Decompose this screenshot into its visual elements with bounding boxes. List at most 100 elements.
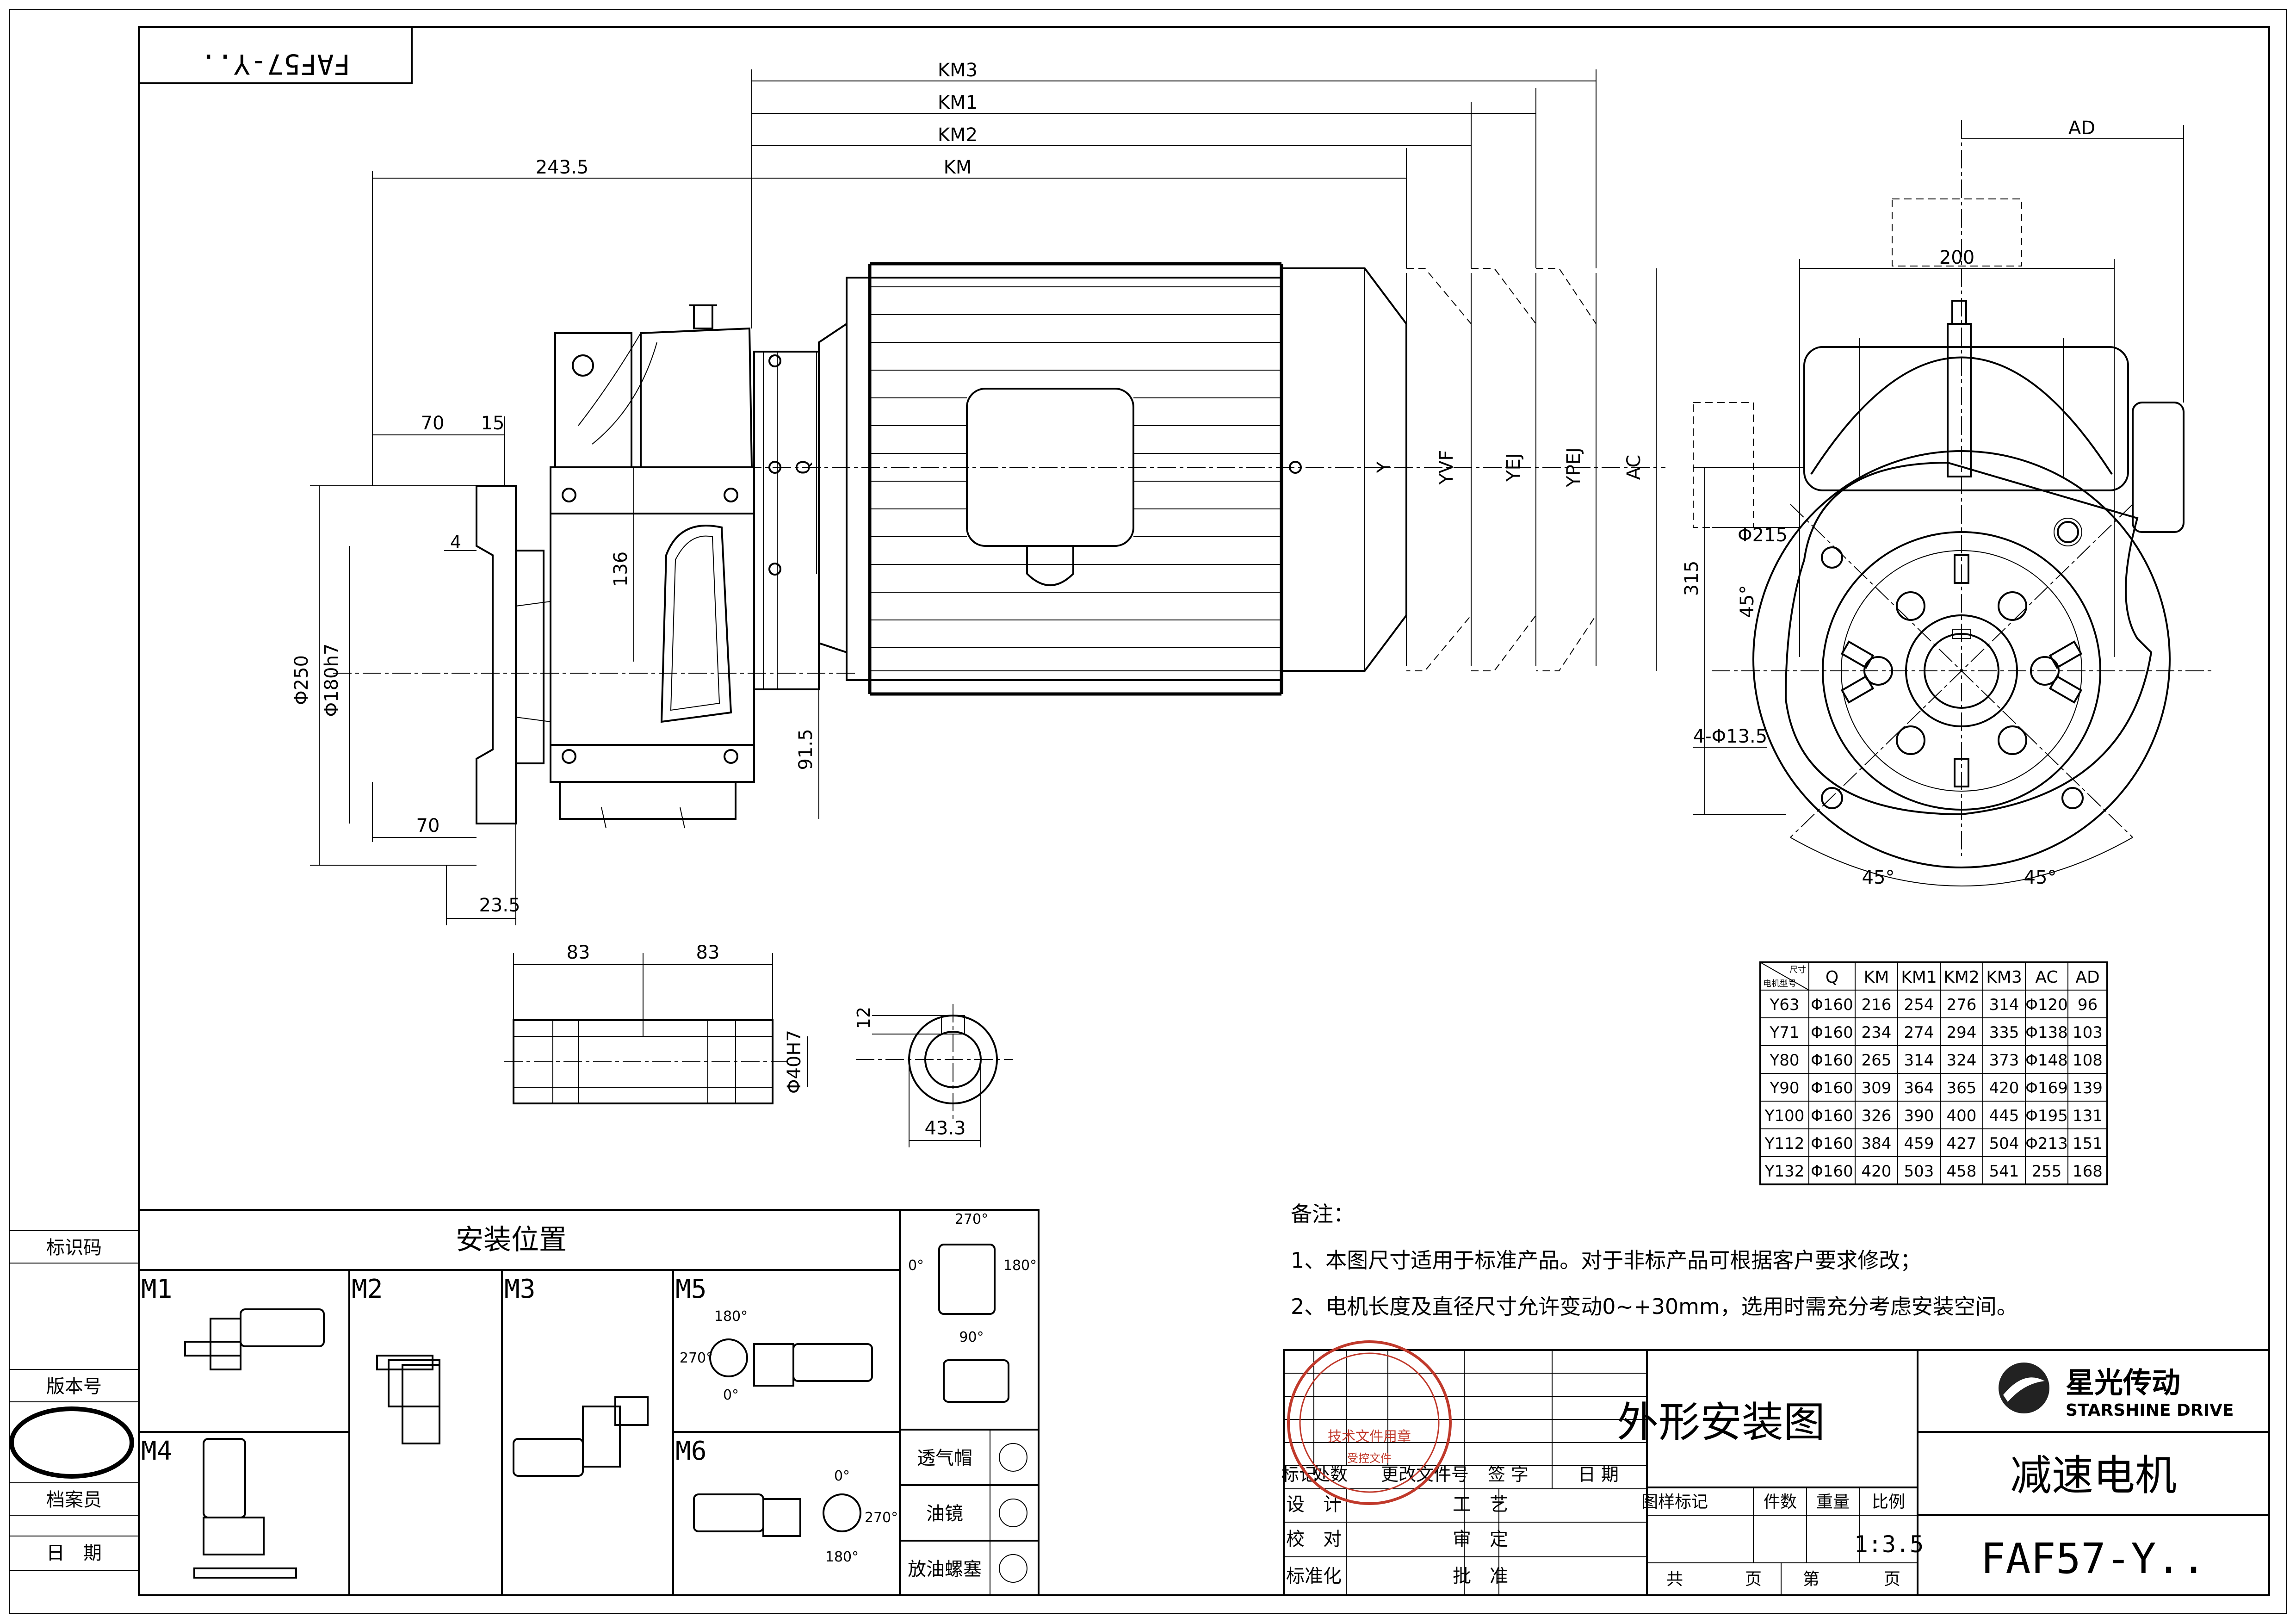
shaft-keyway-end-view: 12 43.3 [854, 1004, 1013, 1147]
tb-design: 设 计 [1286, 1494, 1342, 1515]
table-cell: 96 [2078, 996, 2098, 1014]
side-view-gear-motor [333, 262, 1665, 829]
table-cell: 139 [2073, 1079, 2103, 1097]
table-cell: 168 [2073, 1162, 2103, 1181]
table-cell: 255 [2032, 1162, 2062, 1181]
dim-yvf: YVF [1436, 450, 1457, 485]
end-view [1693, 120, 2211, 868]
table-cell: 274 [1904, 1023, 1934, 1042]
meta-weight: 重量 [1816, 1493, 1850, 1511]
legend-oil-sight: 油镜 [926, 1503, 963, 1524]
dim-keyway-12: 12 [854, 1007, 874, 1029]
table-cell: 131 [2073, 1107, 2103, 1125]
table-cell: Y71 [1769, 1023, 1799, 1042]
model-code-box: FAF57-Y.. [139, 26, 413, 84]
dim-y: Y [1374, 461, 1395, 473]
breather-symbol-icon [999, 1443, 1027, 1472]
brand-logo: 星光传动 STARSHINE DRIVE [1999, 1363, 2234, 1420]
ref-angle-0: 0° [908, 1258, 924, 1274]
outer-border [9, 9, 2287, 1614]
dim-70-top: 70 [421, 413, 445, 434]
table-cell: 400 [1947, 1107, 1977, 1125]
dim-45-right: 45° [2024, 867, 2057, 888]
dim-91-5: 91.5 [795, 729, 817, 770]
stamp-subtext: 受控文件 [1347, 1452, 1392, 1465]
table-cell: 314 [1904, 1051, 1934, 1070]
pos-m3: M3 [504, 1274, 535, 1304]
table-header: KM1 [1901, 968, 1937, 987]
dim-km2: KM2 [938, 124, 978, 146]
dim-ad: AD [2068, 118, 2095, 139]
table-cell: Φ160 [1811, 1107, 1853, 1125]
page-current-label: 第 [1803, 1570, 1819, 1589]
legend-drain-plug: 放油螺塞 [908, 1559, 982, 1580]
side-view-dimensions: KM3 KM1 KM2 KM 243.5 70 15 4 Φ250 Φ180h7… [291, 60, 1657, 925]
inner-border [138, 26, 2270, 1596]
table-header-size: 尺寸 [1789, 965, 1806, 975]
variant-outline-yvf [1406, 268, 1472, 671]
table-cell: Y100 [1764, 1107, 1805, 1125]
dim-km3: KM3 [938, 60, 978, 81]
table-cell: Φ120 [2025, 996, 2068, 1014]
table-header: KM2 [1943, 968, 1980, 987]
table-header: AC [2035, 968, 2058, 987]
product-name: 减速电机 [2010, 1451, 2177, 1500]
tb-approve-review: 审 定 [1453, 1529, 1508, 1550]
tb-label-sign: 签 字 [1488, 1464, 1529, 1485]
table-cell: 151 [2073, 1134, 2103, 1153]
table-cell: Φ148 [2025, 1051, 2068, 1070]
table-cell: 314 [1989, 996, 2019, 1014]
table-cell: 254 [1904, 996, 1934, 1014]
pos-m1: M1 [141, 1274, 172, 1304]
breather-plug [693, 304, 713, 329]
end-breather [1951, 300, 1967, 325]
tb-label-count: 处数 [1312, 1464, 1348, 1485]
dim-shaft-83-right: 83 [696, 942, 720, 963]
tb-label-date: 日 期 [1578, 1464, 1619, 1485]
table-header: KM [1864, 968, 1889, 987]
table-header-motor: 电机型号 [1763, 979, 1796, 989]
page-total-label: 共 [1666, 1570, 1683, 1589]
ref-angle-270: 270° [955, 1211, 988, 1227]
drawing-name: 外形安装图 [1617, 1398, 1825, 1447]
ref-angle-90: 90° [959, 1329, 984, 1345]
table-cell: 427 [1947, 1134, 1977, 1153]
m6-angle-180: 180° [825, 1549, 859, 1565]
m5-angle-180: 180° [714, 1308, 748, 1325]
table-cell: 364 [1904, 1079, 1934, 1097]
pos-m6: M6 [675, 1436, 706, 1466]
tb-standardization: 标准化 [1286, 1566, 1342, 1587]
pos-m4: M4 [141, 1436, 172, 1466]
table-cell: Y132 [1764, 1162, 1805, 1181]
output-flange [476, 485, 517, 824]
legend-breather: 透气帽 [917, 1448, 972, 1469]
end-view-dimensions: AD 200 Φ215 45° 315 4-Φ13.5 45° 45° [1681, 118, 2184, 888]
dim-315: 315 [1681, 561, 1702, 596]
table-header: KM3 [1986, 968, 2022, 987]
product-model: FAF57-Y.. [1980, 1535, 2206, 1583]
dim-q: Q [793, 460, 814, 474]
dim-yej: YEJ [1503, 453, 1524, 482]
table-cell: Φ160 [1811, 1023, 1853, 1042]
oil-sight-symbol-icon [999, 1499, 1027, 1527]
motor-cooling-fins [870, 286, 1281, 671]
dim-15: 15 [481, 413, 505, 434]
dim-phi215: Φ215 [1738, 525, 1788, 546]
dim-shaft-83-left: 83 [567, 942, 590, 963]
page-unit-1: 页 [1745, 1570, 1762, 1589]
dim-ypej: YPEJ [1563, 447, 1584, 488]
side-terminal [2132, 402, 2185, 533]
label-date: 日 期 [46, 1542, 102, 1564]
dim-4-phi13-5: 4-Φ13.5 [1693, 726, 1767, 747]
table-cell: 504 [1989, 1134, 2019, 1153]
dim-200: 200 [1939, 247, 1974, 268]
m5-angle-0: 0° [723, 1387, 739, 1403]
m5-angle-270: 270° [680, 1350, 713, 1366]
table-cell: Y80 [1769, 1051, 1799, 1070]
label-id-code: 标识码 [46, 1237, 102, 1258]
table-cell: Φ160 [1811, 1162, 1853, 1181]
model-code-upside-down: FAF57-Y.. [200, 48, 350, 80]
dim-45-upper: 45° [1737, 585, 1758, 618]
